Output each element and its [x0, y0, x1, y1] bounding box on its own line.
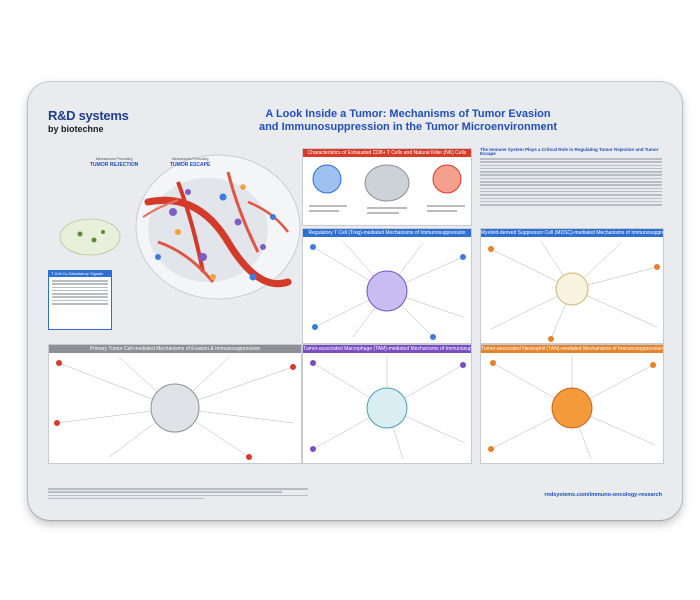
panel-mdsc-header: Myeloid-derived Suppressor Cell (MDSC)-m…	[481, 229, 663, 237]
poster: R&D systems by biotechne A Look Inside a…	[28, 82, 682, 520]
panel-mdsc: Myeloid-derived Suppressor Cell (MDSC)-m…	[480, 228, 664, 344]
panel-exhausted-header: Characteristics of Exhausted CD8+ T Cell…	[303, 149, 471, 157]
tcell-costim-box: T Cell Co-Stimulatory Signals	[48, 270, 112, 330]
brand-name: R&D systems	[48, 108, 129, 123]
intro-text-column: The Immune System Plays a Critical Role …	[480, 147, 662, 224]
hero-escape-caption: Mechanisms Promoting	[171, 157, 209, 161]
panel-tan-header: Tumor-associated Neutrophil (TAN)-mediat…	[481, 345, 663, 353]
panel-exhausted: Characteristics of Exhausted CD8+ T Cell…	[302, 148, 472, 226]
tumor-illustration	[59, 154, 301, 300]
panel-treg: Regulatory T Cell (Treg)-mediated Mechan…	[302, 228, 472, 344]
panel-treg-header: Regulatory T Cell (Treg)-mediated Mechan…	[303, 229, 471, 237]
hero-rejection-caption: Mechanisms Promoting	[95, 157, 133, 161]
poster-title: A Look Inside a Tumor: Mechanisms of Tum…	[228, 108, 588, 134]
footnote-block	[48, 488, 308, 501]
panel-primary: Primary Tumor Cell-mediated Mechanisms o…	[48, 344, 302, 464]
poster-title-line1: A Look Inside a Tumor: Mechanisms of Tum…	[265, 108, 551, 120]
panel-tan: Tumor-associated Neutrophil (TAN)-mediat…	[480, 344, 664, 464]
poster-url[interactable]: rndsystems.com/immuno-oncology-research	[544, 492, 662, 498]
hero-rejection-label: Mechanisms Promoting TUMOR REJECTION	[90, 156, 138, 168]
hero-escape-label: Mechanisms Promoting TUMOR ESCAPE	[170, 156, 210, 168]
hero-escape-text: TUMOR ESCAPE	[170, 162, 211, 168]
poster-title-line2: and Immunosuppression in the Tumor Micro…	[258, 121, 558, 133]
tcell-costim-title: T Cell Co-Stimulatory Signals	[49, 271, 111, 277]
brand-logo: R&D systems by biotechne	[48, 108, 129, 134]
panel-tam-header: Tumor-associated Macrophage (TAM)-mediat…	[303, 345, 471, 353]
panel-tam: Tumor-associated Macrophage (TAM)-mediat…	[302, 344, 472, 464]
brand-sub: by biotechne	[48, 124, 104, 134]
intro-text-title: The Immune System Plays a Critical Role …	[480, 147, 659, 156]
hero-rejection-text: TUMOR REJECTION	[90, 162, 139, 168]
panel-primary-header: Primary Tumor Cell-mediated Mechanisms o…	[49, 345, 301, 353]
